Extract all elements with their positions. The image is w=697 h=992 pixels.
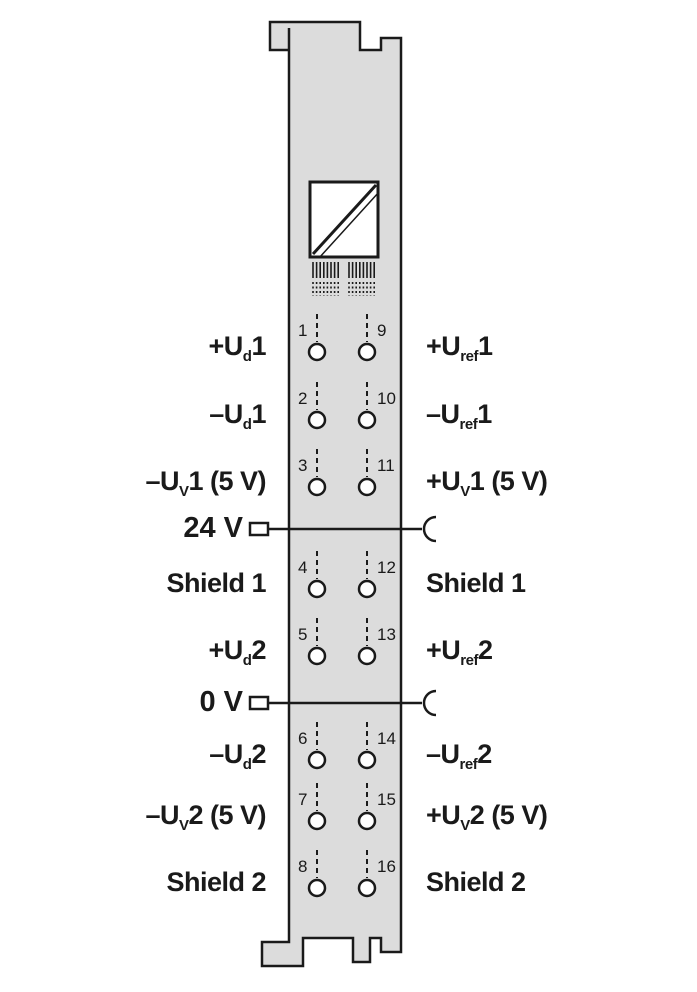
right-pin-number: 16 (377, 857, 396, 876)
left-pin-number: 7 (298, 790, 308, 809)
right-signal-label: +UV1 (5 V) (426, 466, 548, 500)
left-pin-contact (307, 551, 327, 599)
right-pin-contact (357, 618, 377, 666)
power-rail (248, 515, 437, 543)
right-pin-contact (357, 722, 377, 770)
left-pin-number: 8 (298, 857, 308, 876)
left-signal-label: +Ud1 (208, 331, 267, 365)
left-signal-label: –Ud1 (209, 399, 266, 433)
left-signal-label: –UV1 (5 V) (145, 466, 266, 500)
left-pin-contact (307, 314, 327, 362)
converter-icon (308, 180, 380, 259)
power-rails (248, 515, 437, 717)
right-signal-label: –Uref2 (426, 739, 492, 773)
left-pin-number: 1 (298, 321, 308, 340)
right-pin-contact (357, 783, 377, 831)
right-signal-label: Shield 2 (426, 867, 526, 897)
left-pin-contact (307, 382, 327, 430)
right-pin-number: 11 (377, 456, 395, 475)
left-pin-number: 6 (298, 729, 308, 748)
rail-label: 24 V (183, 512, 243, 544)
left-pin-contact (307, 449, 327, 497)
left-signal-label: –Ud2 (209, 739, 266, 773)
left-signal-label: –UV2 (5 V) (145, 800, 266, 834)
right-pin-number: 15 (377, 790, 396, 809)
left-pin-number: 4 (298, 558, 308, 577)
right-pin-contact (357, 382, 377, 430)
module-body (260, 20, 403, 968)
right-signal-label: Shield 1 (426, 568, 526, 598)
right-pin-number: 13 (377, 625, 396, 644)
left-pin-contact (307, 783, 327, 831)
right-pin-contact (357, 850, 377, 898)
right-pin-number: 14 (377, 729, 396, 748)
right-pin-contact (357, 551, 377, 599)
bus-contacts-icon (312, 262, 376, 296)
right-signal-label: +Uref2 (426, 635, 493, 669)
right-pin-contact (357, 449, 377, 497)
left-pin-contact (307, 618, 327, 666)
left-pin-contact (307, 850, 327, 898)
right-pin-number: 12 (377, 558, 396, 577)
left-signal-label: +Ud2 (208, 635, 267, 669)
right-signal-label: +Uref1 (426, 331, 493, 365)
right-signal-label: –Uref1 (426, 399, 492, 433)
right-pin-contact (357, 314, 377, 362)
left-pin-number: 2 (298, 389, 308, 408)
rail-label: 0 V (199, 686, 243, 718)
left-signal-label: Shield 1 (166, 568, 266, 598)
power-rail (248, 689, 437, 717)
right-pin-number: 9 (377, 321, 387, 340)
right-signal-label: +UV2 (5 V) (426, 800, 548, 834)
pin-contacts (307, 314, 377, 898)
left-pin-number: 5 (298, 625, 308, 644)
left-signal-label: Shield 2 (166, 867, 266, 897)
left-pin-number: 3 (298, 456, 308, 475)
left-pin-contact (307, 722, 327, 770)
right-pin-number: 10 (377, 389, 396, 408)
